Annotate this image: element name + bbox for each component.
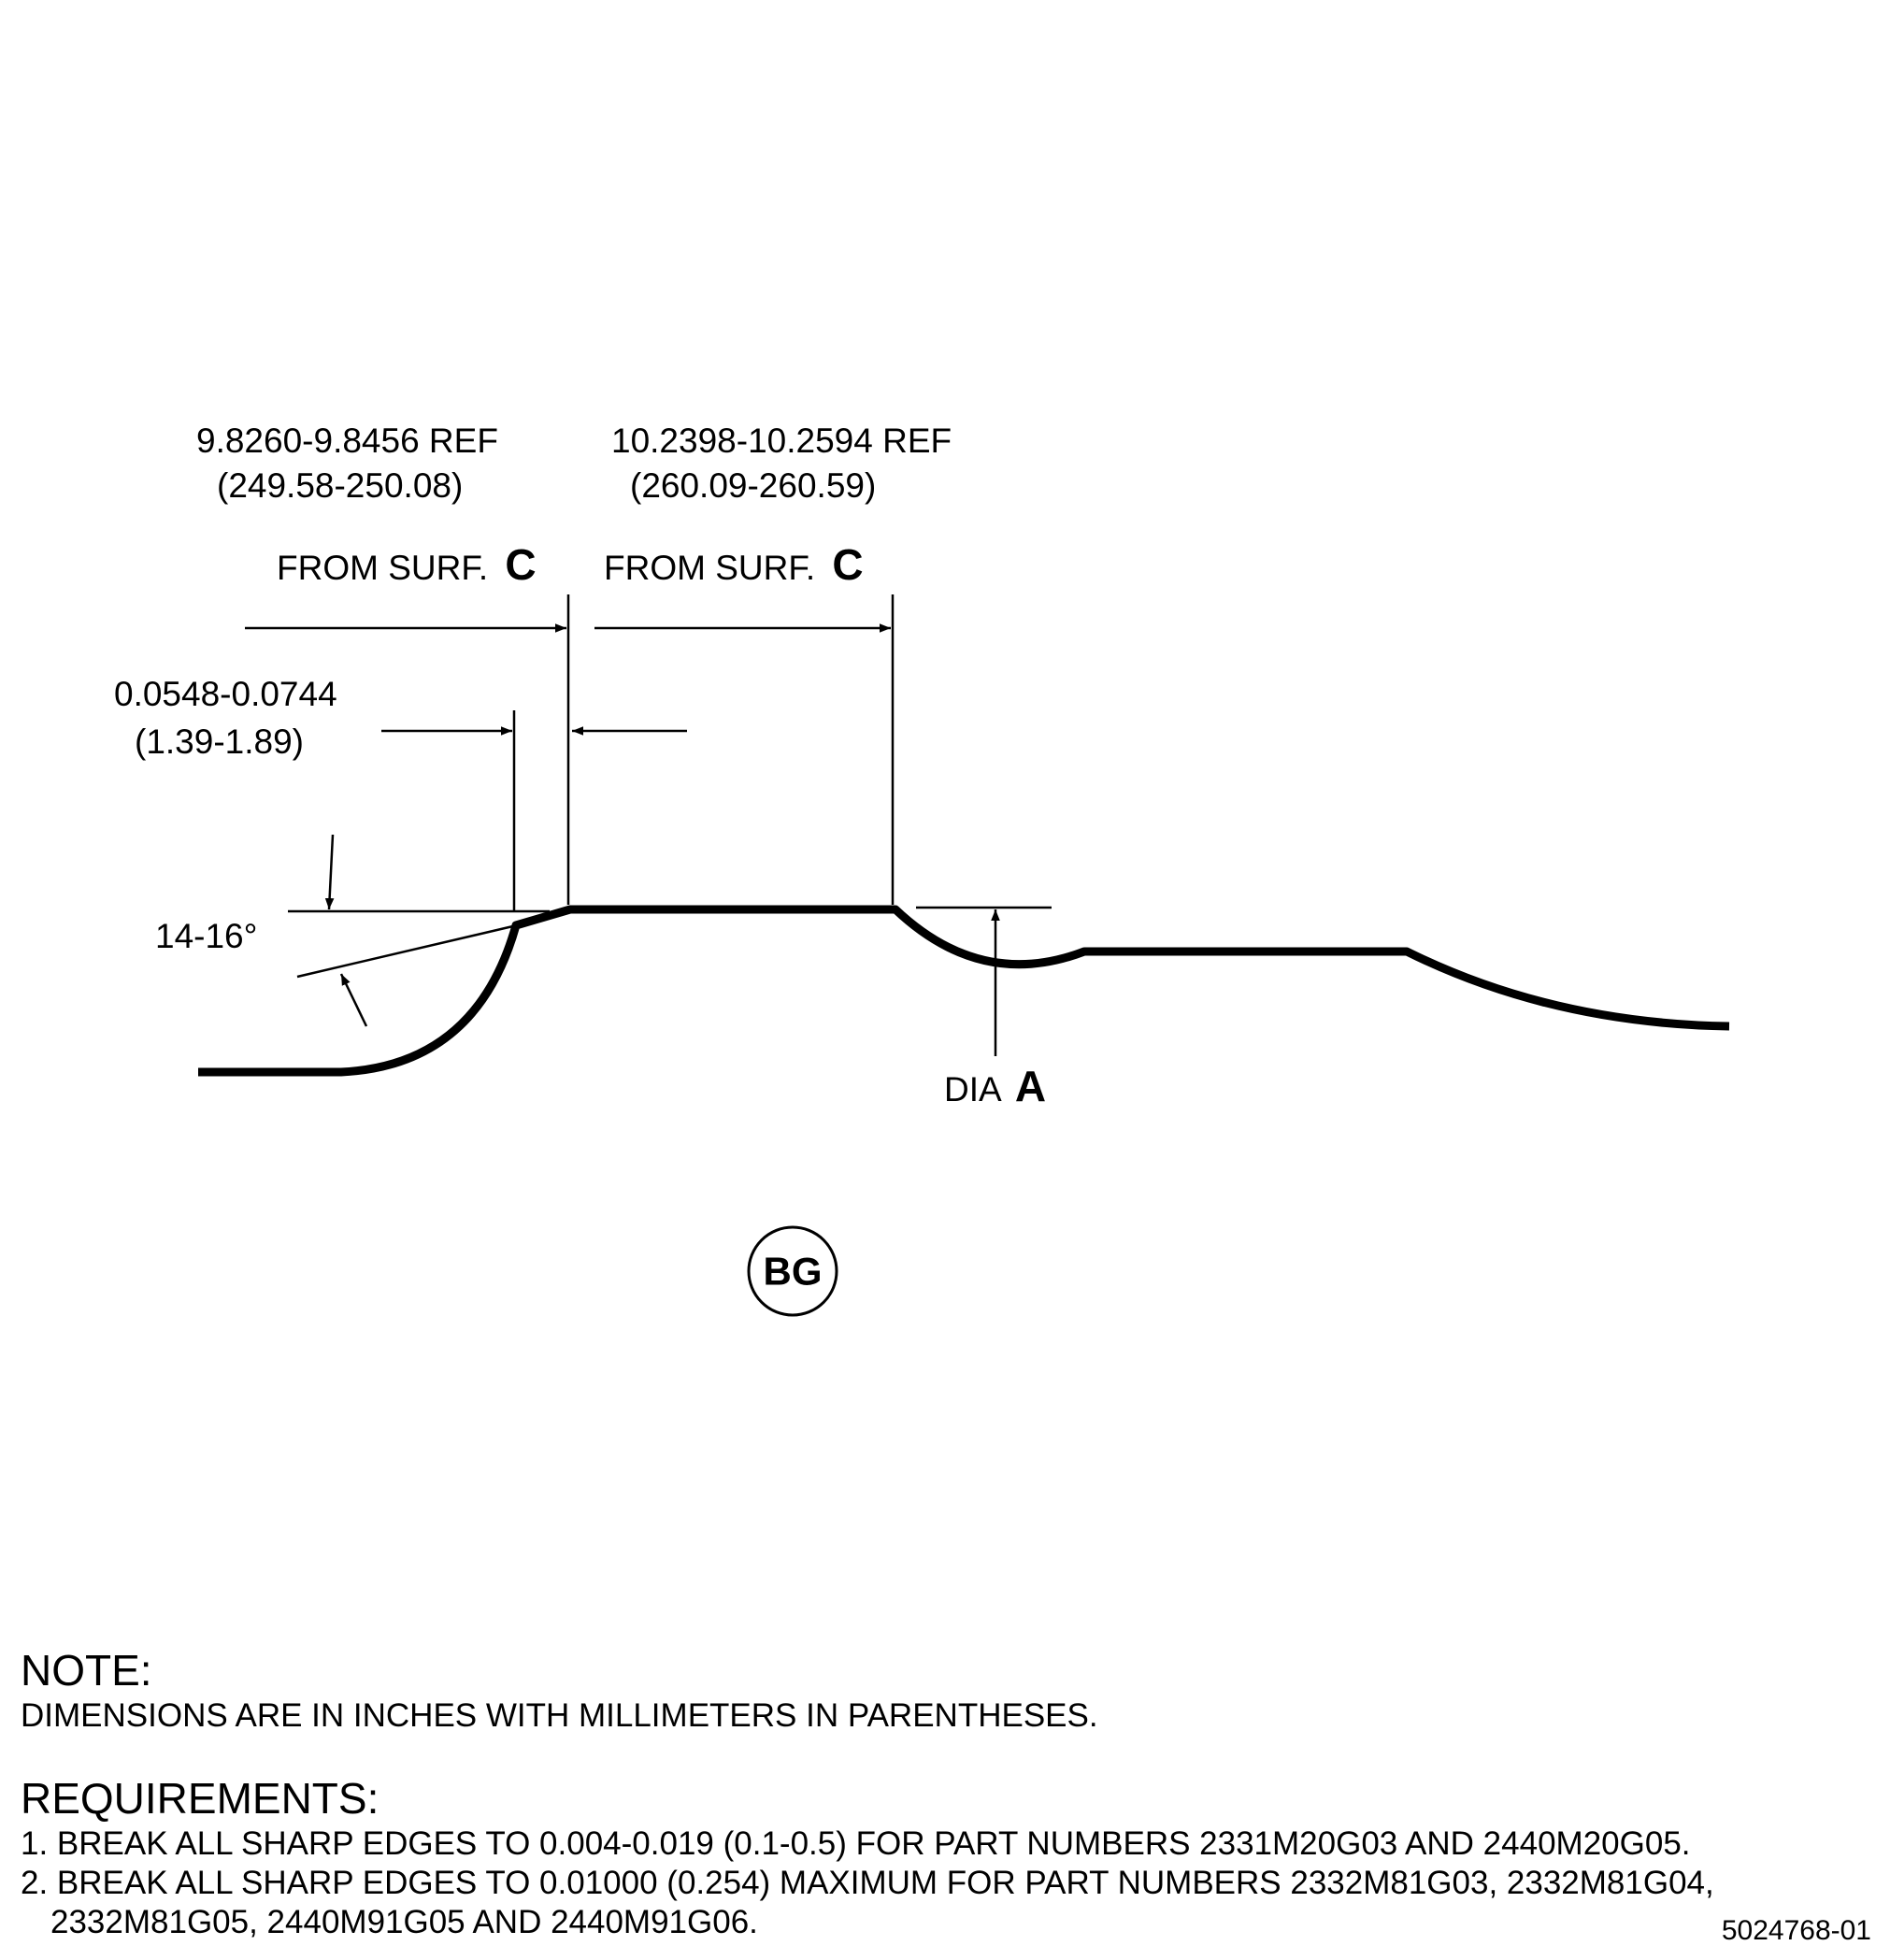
requirement-item-continued: 2332M81G05, 2440M91G05 AND 2440M91G06.: [50, 1904, 758, 1941]
part-profile-left: [198, 905, 1730, 1077]
right-ref-mm-text: (260.09-260.59): [630, 466, 876, 505]
right-ref-inch-text: 10.2398-10.2594 REF: [611, 422, 952, 460]
notes-block: NOTE: DIMENSIONS ARE IN INCHES WITH MILL…: [21, 1645, 1871, 1942]
detail-bubble-label: BG: [764, 1250, 823, 1294]
angle-arrow-top: [324, 834, 335, 910]
detail-bubble-circle: [747, 1225, 838, 1317]
left-ref-mm-text: (249.58-250.08): [217, 466, 463, 505]
chamfer-inch-text: 0.0548-0.0744: [114, 675, 337, 713]
requirement-item: 1. BREAK ALL SHARP EDGES TO 0.004-0.019 …: [21, 1825, 1691, 1863]
note-text: DIMENSIONS ARE IN INCHES WITH MILLIMETER…: [21, 1697, 1098, 1735]
note-heading: NOTE:: [21, 1646, 152, 1695]
chamfer-mm-text: (1.39-1.89): [135, 722, 304, 761]
left-from-surf-text: FROM SURF. C: [277, 540, 537, 589]
angle-text: 14-16°: [155, 917, 257, 955]
left-ref-inch-text: 9.8260-9.8456 REF: [196, 422, 498, 460]
angle-reference-line: [296, 923, 518, 979]
figure-id: 5024768-01: [1721, 1915, 1871, 1946]
right-from-surf-text: FROM SURF. C: [604, 540, 864, 589]
requirements-heading: REQUIREMENTS:: [21, 1774, 379, 1824]
requirement-item: 2. BREAK ALL SHARP EDGES TO 0.01000 (0.2…: [21, 1865, 1714, 1902]
diameter-text: DIA A: [944, 1062, 1046, 1110]
angle-arrow-bottom: [339, 973, 368, 1027]
